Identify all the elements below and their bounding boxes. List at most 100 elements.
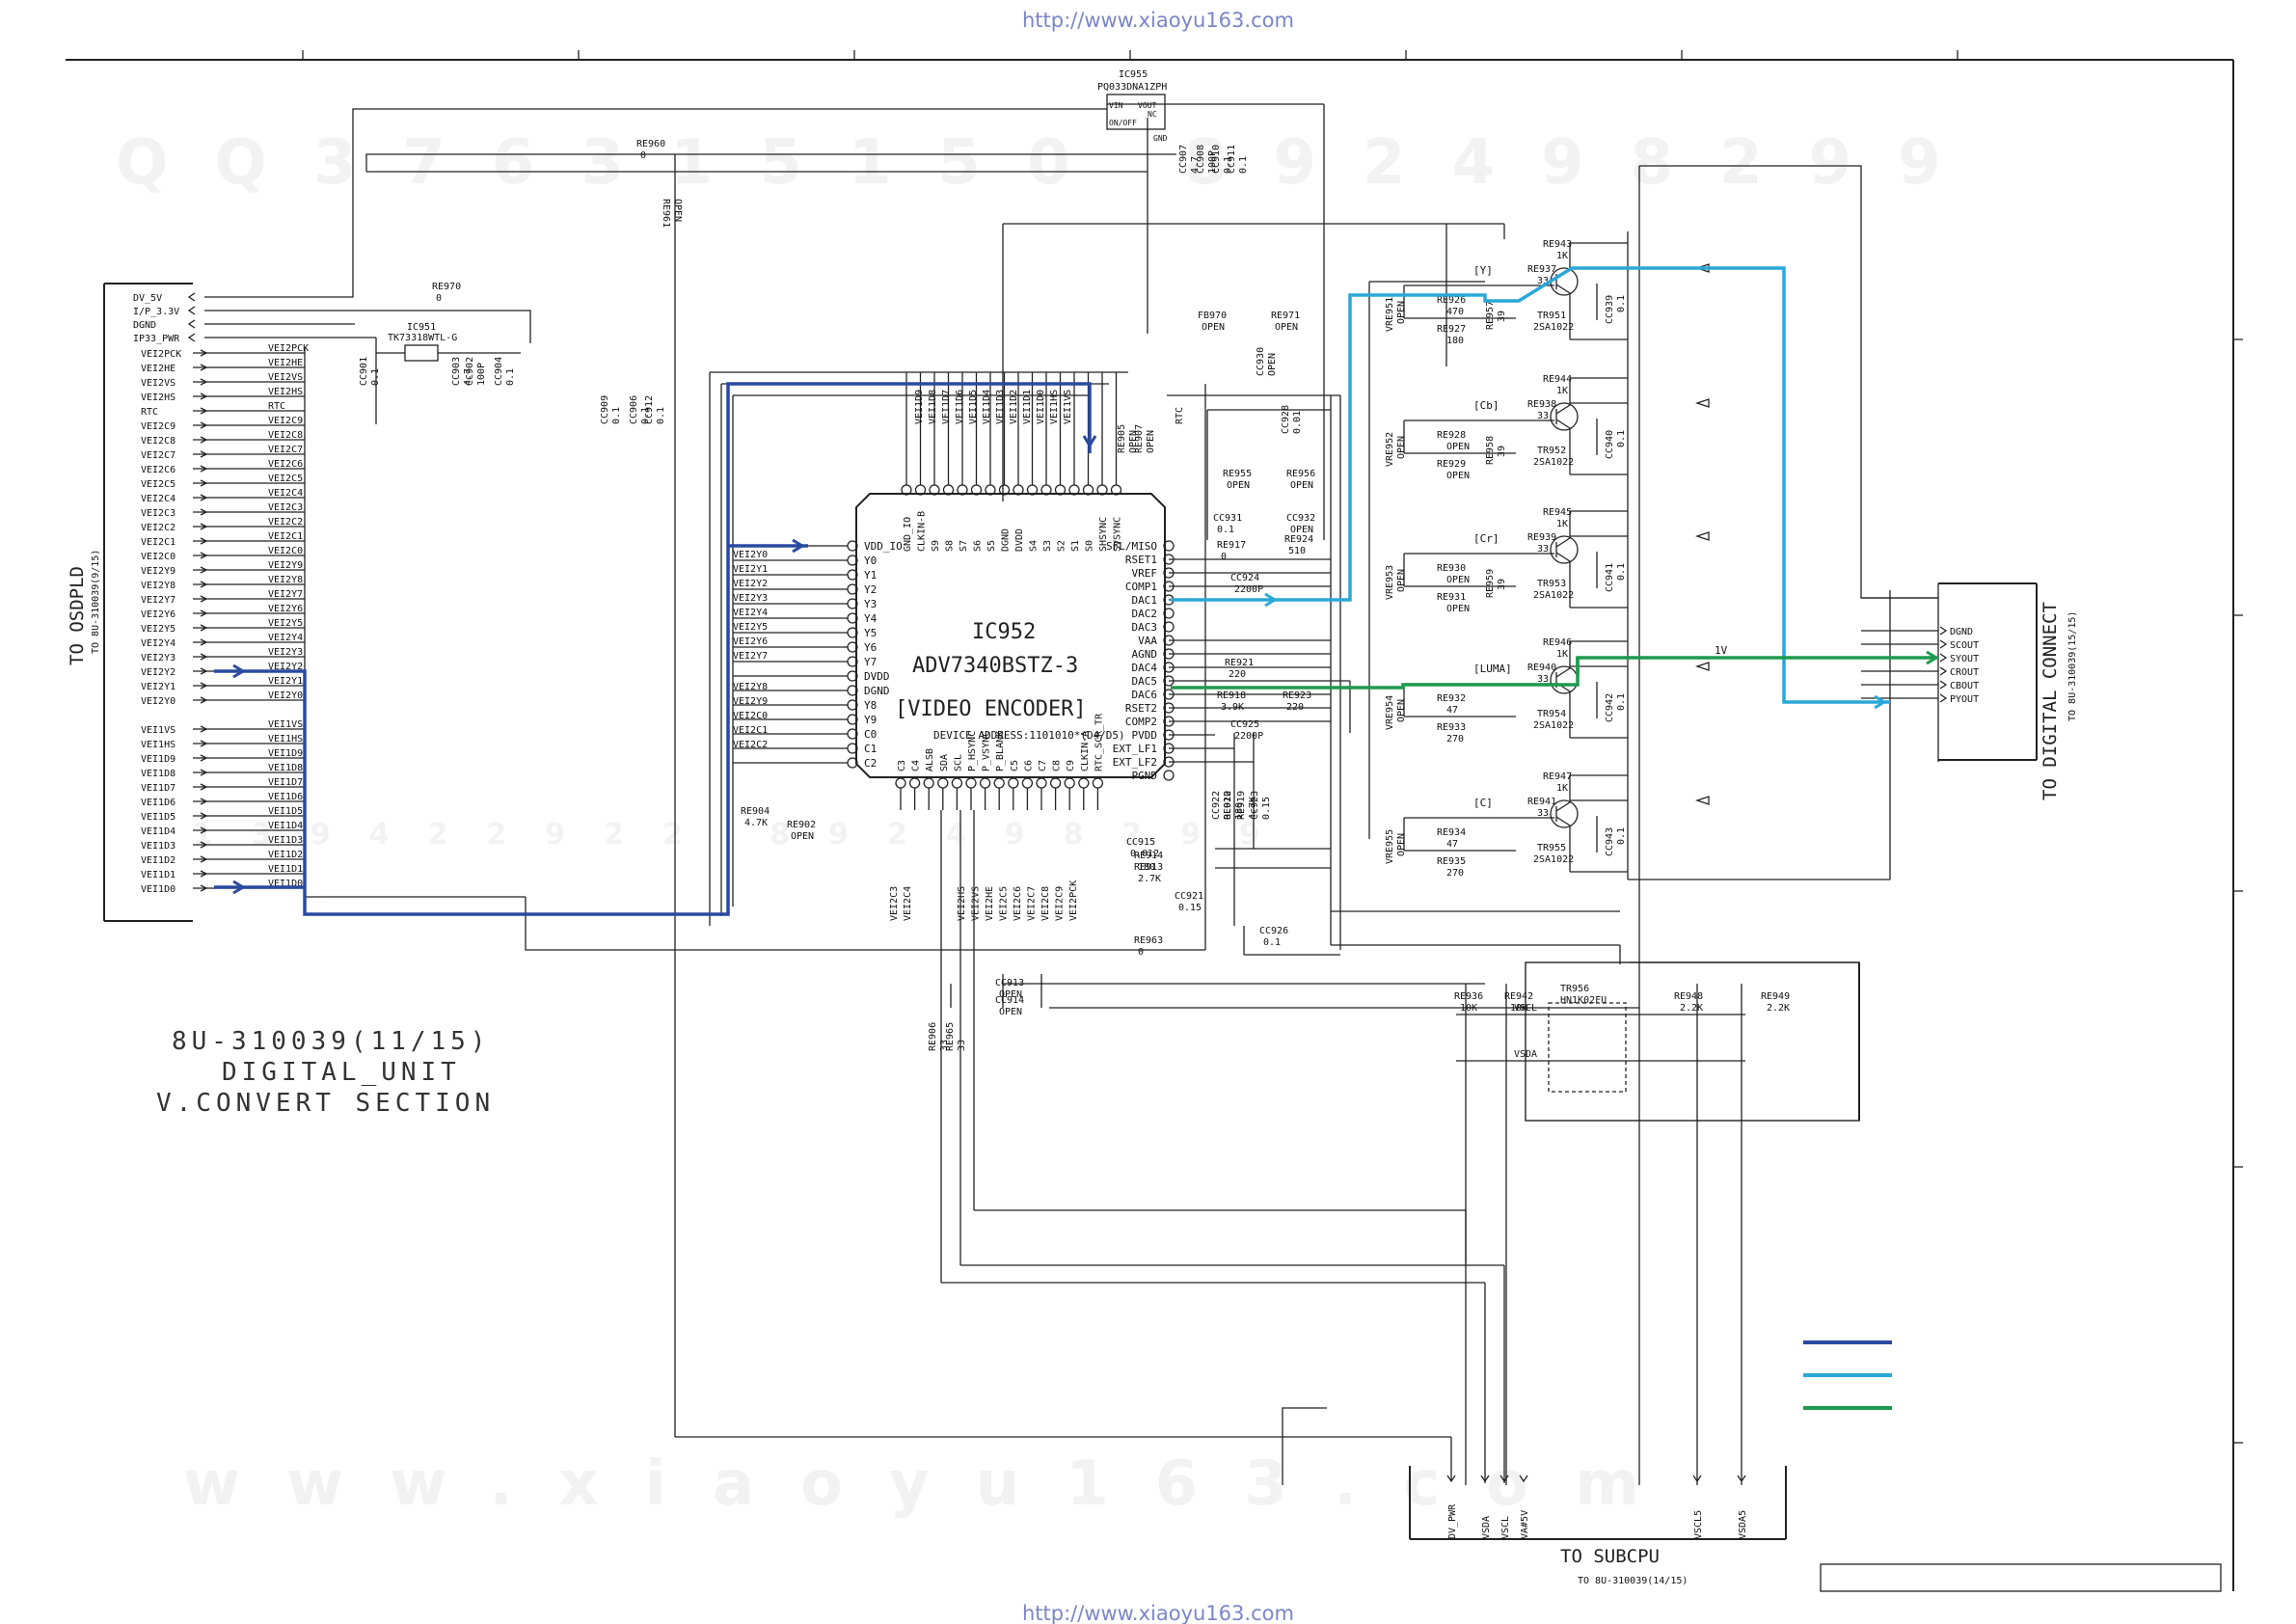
bus-label: VEI1D0 <box>1036 390 1046 424</box>
component-value: OPEN <box>791 831 814 842</box>
resistor-value: 180 <box>1446 336 1464 346</box>
ic952-addr: DEVICE ADDRESS:1101010*(D4/D5) <box>933 729 1125 742</box>
resistor-value: 1K <box>1556 649 1568 660</box>
component-value: OPEN <box>1290 525 1313 535</box>
left-pin: VEI2VS <box>141 378 176 389</box>
left-bus-label: VEI1D2 <box>268 850 303 860</box>
output-name: [Y] <box>1473 264 1493 277</box>
component-ref: CC907 <box>1178 145 1189 174</box>
bus-label: VEI1D3 <box>995 390 1006 424</box>
bus-label: VEI2PCK <box>1068 880 1079 921</box>
legend <box>1803 1340 1892 1410</box>
left-bus-label: VEI1D9 <box>268 748 303 759</box>
vr-ref: VRE951 <box>1385 297 1395 332</box>
left-bus-label: VEI2Y4 <box>268 633 303 643</box>
ic951-part: TK73318WTL-G <box>388 333 457 343</box>
left-pin: VEI1VS <box>141 725 176 736</box>
ic952-pin: C6 <box>1023 760 1034 771</box>
resistor-value: 470 <box>1446 307 1464 317</box>
ic952-pin: Y2 <box>864 583 877 596</box>
ic952-pin: C5 <box>1010 760 1020 771</box>
bus-label: VEI2Y5 <box>733 622 768 633</box>
resistor-ref: RE934 <box>1437 827 1466 838</box>
vr-ref: VRE955 <box>1385 829 1395 864</box>
component-value: 100P <box>476 363 487 386</box>
vr-ref: VRE953 <box>1385 565 1395 600</box>
bus-label: VEI1D5 <box>968 390 979 424</box>
left-bus-label: VEI1D8 <box>268 763 303 773</box>
resistor-ref: RE926 <box>1437 295 1466 306</box>
resistor-ref: RE938 <box>1527 399 1556 410</box>
footer-url[interactable]: http://www.xiaoyu163.com <box>1022 1602 1294 1624</box>
ic952-pin: C1 <box>864 743 877 755</box>
resistor-ref: RE928 <box>1437 430 1466 441</box>
right-pin: CBOUT <box>1950 681 1979 691</box>
left-pin: VEI1D9 <box>141 754 176 765</box>
resistor-value: 33 <box>1537 411 1549 421</box>
component-value: 100P <box>1207 150 1218 174</box>
capacitor-value: 0.1 <box>1616 827 1627 845</box>
left-bus-label: VEI2C5 <box>268 474 303 484</box>
ic952-pin: CLKIN-A <box>1080 731 1091 771</box>
bus-label: VEI1VS <box>1063 390 1073 424</box>
ic952-pin: CLKIN-B <box>917 511 928 552</box>
left-bus-label: VEI1HS <box>268 734 303 744</box>
ic952-pin: Y3 <box>864 598 877 610</box>
subcpu-ref: TO 8U-310039(14/15) <box>1578 1576 1688 1586</box>
subcpu-label-vsda: VSDA <box>1514 1049 1537 1060</box>
left-pin: VEI1D4 <box>141 826 176 837</box>
resistor-value: 39 <box>1497 446 1507 457</box>
ic952-pin: Y6 <box>864 641 877 654</box>
left-bus-label: VEI2C9 <box>268 416 303 426</box>
component-ref: RE970 <box>432 282 461 292</box>
component-ref: RE918 <box>1217 690 1246 701</box>
bus-label: VEI1D7 <box>941 390 952 424</box>
ic952-pin: Y4 <box>864 612 878 625</box>
output-name: [C] <box>1473 797 1493 809</box>
left-pin: VEI2C9 <box>141 421 176 432</box>
component-ref: RE960 <box>636 139 665 149</box>
resistor-ref: RE944 <box>1543 374 1572 385</box>
vr-ref: VRE952 <box>1385 432 1395 467</box>
ic955-regulator: IC955 PQ033DNA1ZPH VIN VOUT NC ON/OFF GN… <box>1097 69 1168 143</box>
component-value: 0.012 <box>1130 849 1159 859</box>
left-top-pin: IP33_PWR <box>133 334 180 344</box>
highlight-arrows <box>232 435 1939 895</box>
component-ref: CC904 <box>494 357 504 386</box>
left-pin: VEI2C4 <box>141 494 176 504</box>
component-ref: CC924 <box>1230 573 1259 583</box>
left-pin: VEI2Y4 <box>141 638 176 649</box>
component-value: 0.15 <box>1261 797 1272 820</box>
component-ref: RE902 <box>787 820 816 830</box>
ic952-pin: S8 <box>945 540 956 552</box>
left-bus-label: VEI2Y9 <box>268 560 303 571</box>
left-pin: VEI2Y9 <box>141 566 176 577</box>
ic952-pin: Y1 <box>864 569 877 582</box>
ic952-pin: Y5 <box>864 627 877 639</box>
component-ref: CC926 <box>1259 926 1288 936</box>
left-bus-label: VEI2HS <box>268 387 303 397</box>
output-name: [Cb] <box>1473 399 1499 412</box>
left-bus-label: VEI2Y1 <box>268 676 303 687</box>
bus-label: VEI2C9 <box>1055 886 1066 921</box>
component-value: 33 <box>957 1040 967 1051</box>
component-value: 33 <box>939 1040 950 1051</box>
frame <box>66 50 2243 1592</box>
left-pin: VEI2Y1 <box>141 682 176 692</box>
resistor-value: OPEN <box>1446 575 1470 585</box>
left-top-pin: DV_5V <box>133 293 162 304</box>
component-value: 0.1 <box>1238 156 1249 174</box>
header-url[interactable]: http://www.xiaoyu163.com <box>1022 9 1294 32</box>
component-ref: CC928 <box>1281 405 1291 434</box>
left-pin: VEI2Y5 <box>141 624 176 635</box>
left-bus-label: VEI2C2 <box>268 517 303 528</box>
component-value: 220 <box>1229 669 1246 680</box>
left-pin: VEI2HE <box>141 364 176 374</box>
right-pin: CROUT <box>1950 667 1979 678</box>
ic952-pin: DAC3 <box>1132 621 1158 634</box>
left-pin: VEI2C1 <box>141 537 176 548</box>
component-ref: RE963 <box>1134 935 1163 946</box>
ic952-pin: C7 <box>1038 760 1048 771</box>
ic955-pin-gnd: GND <box>1153 134 1168 143</box>
